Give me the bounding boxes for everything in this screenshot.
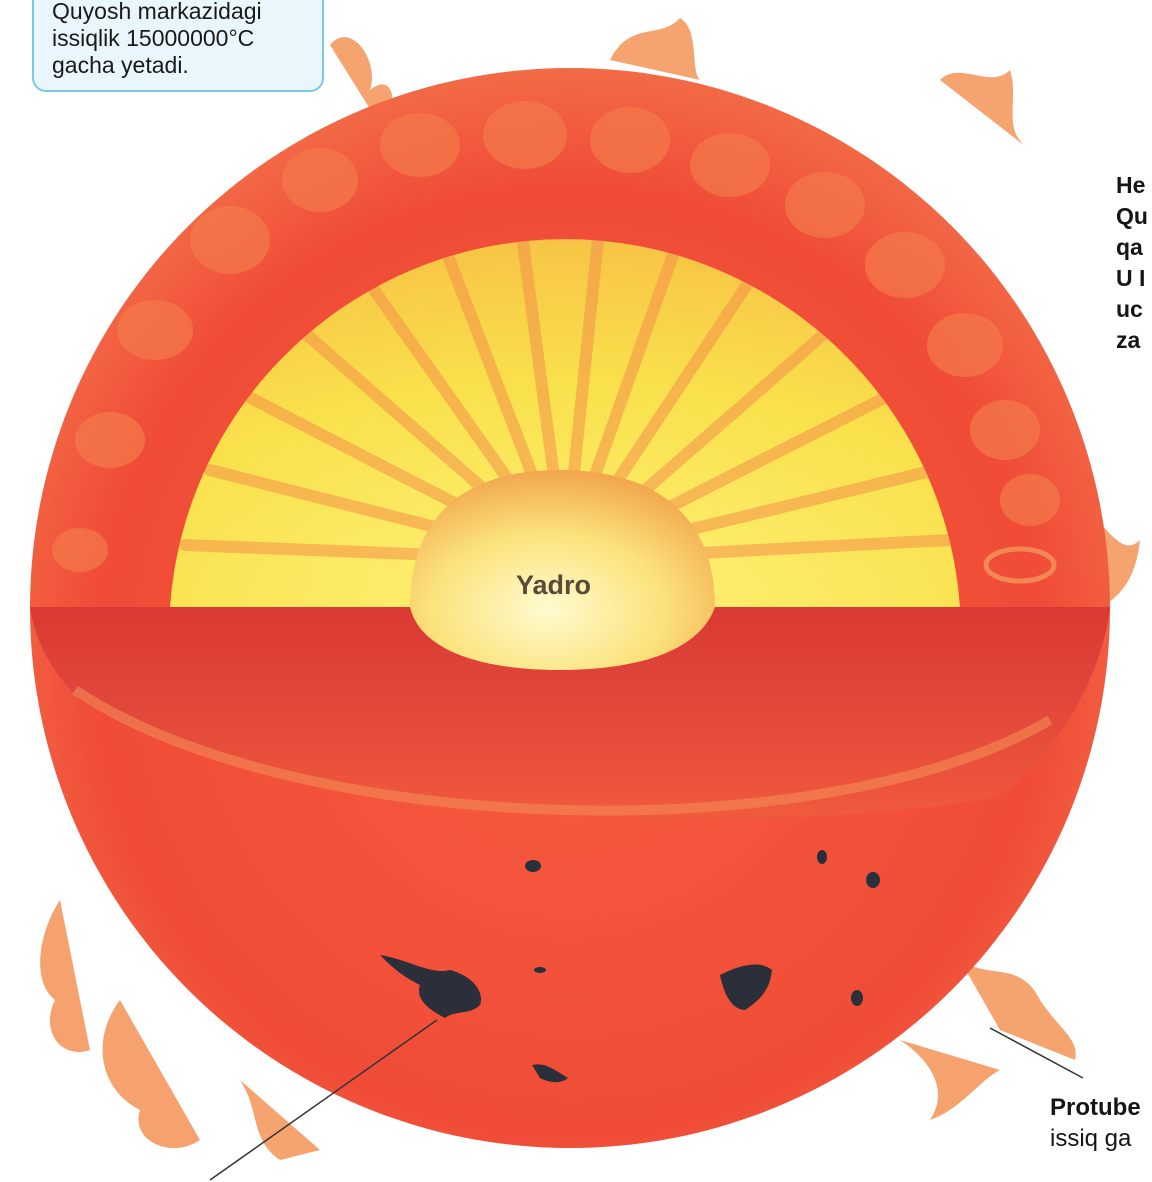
info-box: Quyosh markazidagi issiqlik 15000000°C g… [32,0,324,92]
prominence-title: Protube [1050,1092,1141,1123]
side-line-5: uc [1116,294,1148,325]
prominence-label: Protube issiq ga [1050,1092,1141,1154]
info-line-1: Quyosh markazidagi [52,0,322,25]
side-line-6: za [1116,325,1148,356]
side-text: He Qu qa U I uc za [1116,170,1148,356]
side-line-1: He [1116,170,1148,201]
side-line-2: Qu [1116,201,1148,232]
info-line-3: gacha yetadi. [52,52,322,79]
side-line-4: U I [1116,263,1148,294]
side-line-3: qa [1116,232,1148,263]
prominence-desc: issiq ga [1050,1123,1141,1154]
info-line-2: issiqlik 15000000°C [52,25,322,52]
core-label: Yadro [516,570,591,601]
